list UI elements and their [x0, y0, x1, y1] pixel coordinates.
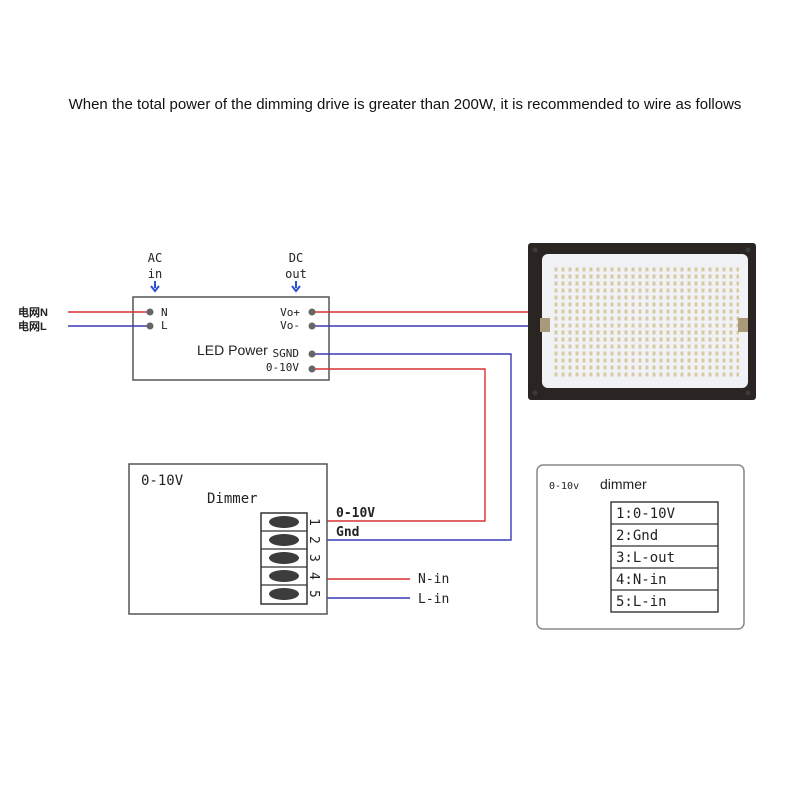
pin-l-label: L — [161, 319, 168, 332]
terminal-vo-minus — [308, 322, 316, 330]
terminal-number-5: 5 — [306, 590, 321, 598]
pin-010v-label: 0-10V — [266, 361, 299, 374]
grid-n-label: 电网N — [18, 305, 48, 319]
terminal-number-2: 2 — [306, 536, 321, 544]
dimmer-module: 0-10V Dimmer 1 2 3 4 5 — [128, 463, 328, 615]
pin-vo-minus-label: Vo- — [280, 319, 300, 332]
terminal-sgnd — [308, 350, 316, 358]
legend-row-1: 1:0-10V — [616, 506, 676, 522]
wire-label-010v: 0-10V — [336, 506, 375, 521]
ac-arrow-icon — [150, 281, 160, 293]
terminal-slots — [261, 516, 307, 600]
terminal-vo-plus — [308, 308, 316, 316]
dc-out-label: out — [285, 267, 307, 281]
wire-label-n-in: N-in — [418, 572, 449, 587]
wire-label-l-in: L-in — [418, 592, 449, 607]
wire-010v — [312, 368, 486, 522]
page-title: When the total power of the dimming driv… — [69, 96, 742, 113]
led-module-image — [528, 243, 756, 400]
wire-sgnd-gnd — [312, 353, 512, 541]
dimmer-title-line2: Dimmer — [207, 491, 258, 507]
pin-vo-plus-label: Vo+ — [280, 306, 300, 319]
power-terminals — [146, 308, 316, 373]
led-power-module: LED Power AC in DC out N L Vo+ Vo- SGND … — [132, 251, 330, 381]
terminal-010v — [308, 365, 316, 373]
legend-title-prefix: 0-10v — [549, 481, 579, 492]
dc-arrow-icon — [291, 281, 301, 293]
legend-row-3: 3:L-out — [616, 550, 675, 566]
ac-label: AC — [148, 251, 162, 265]
led-connector-left — [540, 318, 550, 332]
terminal-n — [146, 308, 154, 316]
terminal-number-1: 1 — [306, 518, 321, 526]
terminal-number-4: 4 — [306, 572, 321, 580]
terminal-numbers: 1 2 3 4 5 — [306, 518, 321, 598]
wire-label-gnd: Gnd — [336, 525, 359, 540]
ac-in-label: in — [148, 267, 162, 281]
dimmer-title-line1: 0-10V — [141, 473, 184, 489]
legend-table: 1:0-10V 2:Gnd 3:L-out 4:N-in 5:L-in — [610, 501, 719, 613]
dc-label: DC — [289, 251, 303, 265]
legend-title-word: dimmer — [600, 476, 647, 492]
legend-row-4: 4:N-in — [616, 572, 667, 588]
legend-row-5: 5:L-in — [616, 594, 667, 610]
pin-sgnd-label: SGND — [273, 347, 300, 360]
terminal-l — [146, 322, 154, 330]
pin-n-label: N — [161, 306, 168, 319]
led-power-label: LED Power — [197, 342, 268, 358]
dimmer-pinout-legend: 0-10v dimmer 1:0-10V 2:Gnd 3:L-out 4:N-i… — [536, 464, 745, 630]
terminal-number-3: 3 — [306, 554, 321, 562]
legend-row-2: 2:Gnd — [616, 528, 658, 544]
led-array — [553, 266, 739, 378]
led-screws — [532, 247, 751, 396]
wires — [68, 311, 545, 599]
led-power-box — [132, 296, 330, 381]
grid-l-label: 电网L — [18, 319, 47, 333]
led-connector-right — [738, 318, 748, 332]
